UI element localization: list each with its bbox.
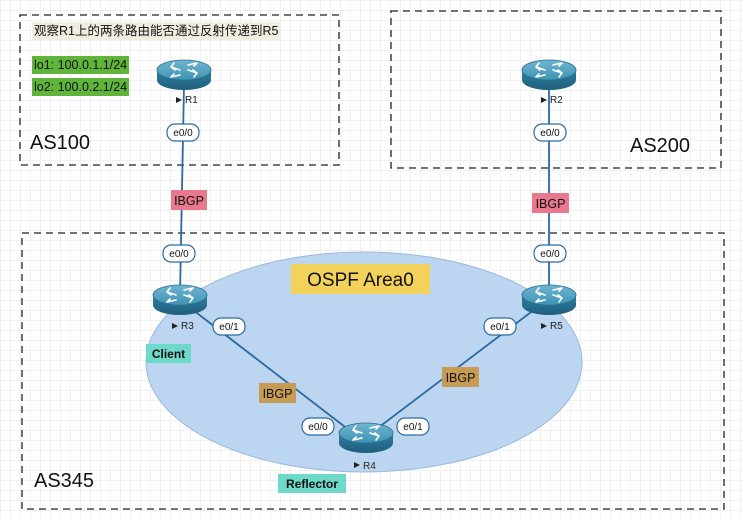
ibgp-r2-r5-box: [532, 193, 569, 213]
ospf-label-box: [291, 264, 430, 294]
svg-text:e0/1: e0/1: [403, 422, 423, 433]
ibgp-r3-r4-label: IBGP: [263, 387, 293, 401]
router-r5-label: R5: [550, 321, 563, 332]
ibgp-r3-r4-box: [259, 383, 296, 403]
as200-label: AS200: [630, 135, 690, 157]
note-title: 观察R1上的两条路由能否通过反射传递到R5: [32, 22, 281, 40]
router-r2-label: R2: [550, 95, 563, 106]
svg-text:e0/0: e0/0: [308, 422, 328, 433]
ibgp-r2-r5-label: IBGP: [536, 197, 566, 211]
router-r4-label: R4: [363, 461, 376, 472]
svg-text:e0/0: e0/0: [173, 128, 193, 139]
play-icon: [176, 97, 182, 103]
svg-text:e0/0: e0/0: [169, 249, 189, 260]
svg-text:e0/1: e0/1: [490, 322, 510, 333]
iface-r5-e01: e0/1: [483, 317, 517, 336]
router-r2[interactable]: R2: [521, 59, 577, 106]
reflector-label: Reflector: [286, 477, 338, 491]
router-icon: [521, 284, 577, 315]
as200-box: [390, 10, 722, 169]
iface-r2-e00: e0/0: [533, 123, 567, 142]
iface-r5-e00: e0/0: [533, 244, 567, 263]
iface-r3-e01: e0/1: [212, 317, 246, 336]
router-r3[interactable]: R3: [152, 284, 208, 332]
ibgp-r4-r5-label: IBGP: [446, 371, 476, 385]
iface-r1-e00: e0/0: [166, 123, 200, 142]
as100-label: AS100: [30, 132, 90, 154]
router-r1-label: R1: [185, 95, 198, 106]
as345-label: AS345: [34, 470, 94, 492]
router-r3-label: R3: [181, 321, 194, 332]
router-r5[interactable]: R5: [521, 284, 577, 332]
link-r3-r4: [179, 299, 363, 441]
as345-box: [21, 232, 725, 510]
iface-r3-e00: e0/0: [162, 244, 196, 263]
iface-r4-e01: e0/1: [396, 417, 430, 436]
ibgp-r1-r3-box: [171, 190, 207, 210]
router-icon: [521, 59, 577, 90]
ibgp-r1-r3-label: IBGP: [174, 194, 204, 208]
svg-text:e0/1: e0/1: [219, 322, 239, 333]
reflector-label-box: [278, 474, 346, 493]
router-icon: [156, 59, 212, 90]
client-label: Client: [152, 347, 185, 361]
client-label-box: [146, 344, 191, 363]
router-icon: [152, 284, 208, 315]
as100-box: [19, 14, 340, 166]
ospf-label: OSPF Area0: [307, 270, 414, 291]
ibgp-r4-r5-box: [442, 367, 479, 387]
router-r4[interactable]: R4: [338, 422, 394, 472]
play-icon: [354, 462, 360, 468]
iface-r4-e00: e0/0: [301, 417, 335, 436]
note-loopback-1: lo1: 100.0.1.1/24: [32, 56, 130, 74]
svg-text:e0/0: e0/0: [540, 249, 560, 260]
play-icon: [541, 97, 547, 103]
play-icon: [172, 323, 178, 329]
router-icon: [338, 422, 394, 453]
svg-text:e0/0: e0/0: [540, 128, 560, 139]
note-loopback-2: lo2: 100.0.2.1/24: [32, 78, 130, 96]
router-r1[interactable]: R1: [156, 59, 212, 106]
play-icon: [541, 323, 547, 329]
